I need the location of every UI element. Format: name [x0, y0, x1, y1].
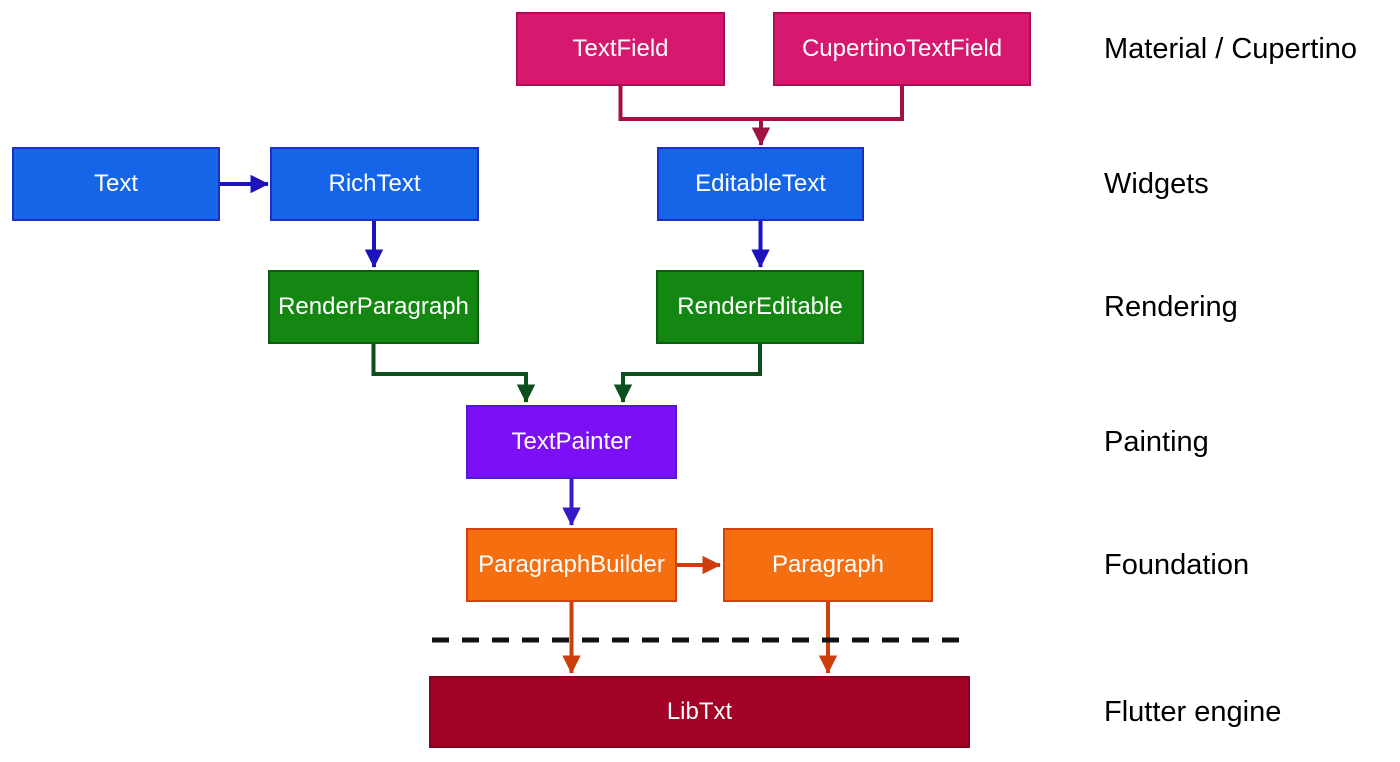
edge-rendereditable-to-textpainter — [613, 344, 762, 403]
node-text: Text — [12, 147, 220, 221]
node-libtxt: LibTxt — [429, 676, 970, 748]
node-label: TextPainter — [511, 428, 632, 455]
node-textpainter: TextPainter — [466, 405, 677, 479]
node-label: RenderParagraph — [278, 293, 469, 320]
node-cupertinotextfield: CupertinoTextField — [773, 12, 1031, 86]
edge-textfields-merge — [618, 86, 904, 121]
node-label: ParagraphBuilder — [478, 551, 665, 578]
layer-label-painting: Painting — [1104, 425, 1209, 458]
node-label: CupertinoTextField — [801, 35, 1003, 62]
node-paragraphbuilder: ParagraphBuilder — [466, 528, 677, 602]
node-label: RenderEditable — [677, 293, 843, 320]
node-label: Paragraph — [771, 551, 885, 578]
node-label: EditableText — [695, 170, 826, 197]
layer-label-flutter-engine: Flutter engine — [1104, 695, 1282, 728]
layer-label-foundation: Foundation — [1104, 548, 1250, 581]
edge-renderparagraph-to-textpainter — [371, 344, 536, 403]
layer-label-material-cupertino: Material / Cupertino — [1104, 32, 1358, 65]
layer-label-widgets: Widgets — [1104, 167, 1209, 200]
node-label: TextField — [572, 35, 669, 62]
node-paragraph: Paragraph — [723, 528, 933, 602]
node-renderparagraph: RenderParagraph — [268, 270, 479, 344]
node-label: Text — [93, 170, 138, 197]
node-label: LibTxt — [666, 698, 733, 725]
layer-label-rendering: Rendering — [1104, 290, 1238, 323]
node-label: RichText — [328, 170, 421, 197]
node-textfield: TextField — [516, 12, 725, 86]
node-richtext: RichText — [270, 147, 479, 221]
node-editabletext: EditableText — [657, 147, 864, 221]
node-rendereditable: RenderEditable — [656, 270, 864, 344]
